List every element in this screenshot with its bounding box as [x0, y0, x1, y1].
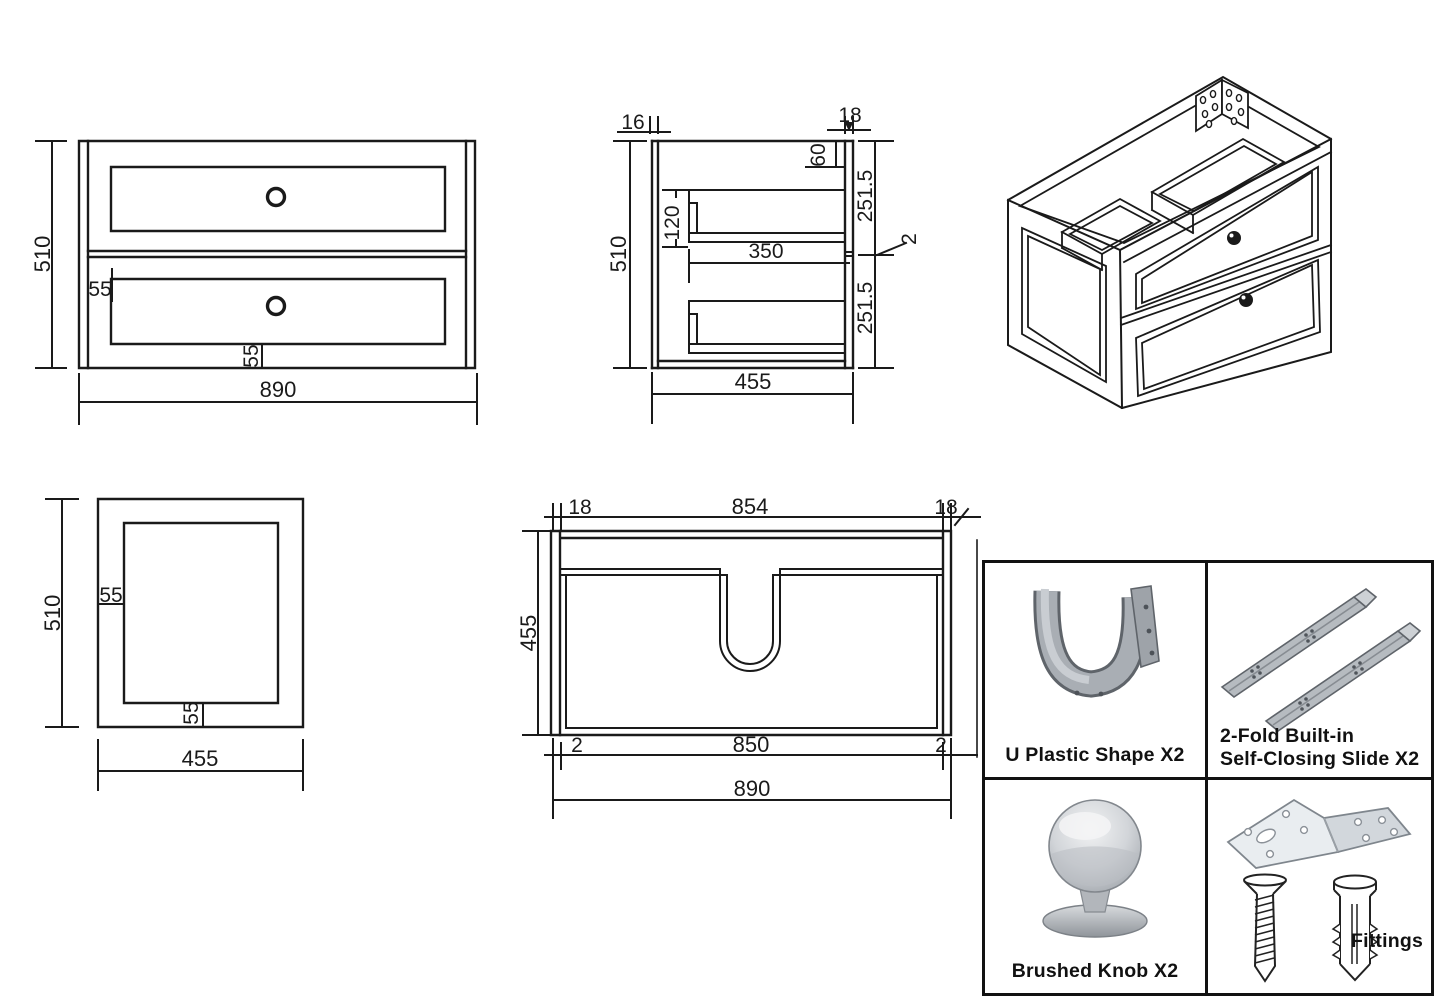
- parts-cell-fittings: Fittings: [1208, 780, 1431, 993]
- section-panel-left-dim: 16: [621, 111, 644, 134]
- section-drawer-height-dim: 120: [661, 205, 684, 240]
- section-depth-dim: 455: [735, 369, 772, 394]
- parts-cell-slides: 2-Fold Built-in Self-Closing Slide X2: [1208, 563, 1431, 780]
- top-width-dim: 890: [734, 776, 771, 801]
- section-gap-dim: 2: [898, 233, 921, 245]
- side-inset-bottom-dim: 55: [180, 701, 203, 724]
- front-view: 510 890 55 55: [30, 139, 478, 425]
- top-front-left-dim: 2: [571, 734, 583, 757]
- top-back-width-dim: 854: [732, 494, 769, 519]
- side-inset-left-dim: 55: [99, 584, 122, 607]
- side-height-dim: 510: [40, 595, 65, 632]
- iso-knob-icon: [1227, 231, 1253, 307]
- section-rail-height-dim: 60: [807, 143, 830, 166]
- slides-label: 2-Fold Built-in Self-Closing Slide X2: [1208, 725, 1431, 771]
- section-height-dim: 510: [606, 236, 631, 273]
- section-lower-span-dim: 251.5: [854, 282, 877, 335]
- top-back-right-dim: 18: [934, 496, 957, 519]
- knob-label: Brushed Knob X2: [1011, 960, 1179, 982]
- side-panel-view: 510 455 55 55: [40, 497, 305, 791]
- section-panel-back-dim: 18: [838, 104, 861, 127]
- side-section-view: 16 18 60 120 350 251.5 2 251.5 510 455: [606, 104, 921, 424]
- top-depth-dim: 455: [516, 615, 541, 652]
- top-back-left-dim: 18: [568, 496, 591, 519]
- top-front-right-dim: 2: [935, 734, 947, 757]
- fittings-icon: [1226, 798, 1412, 983]
- top-front-width-dim: 850: [733, 732, 770, 757]
- slides-label-line2: Self-Closing Slide X2: [1220, 748, 1420, 770]
- iso-bracket-icon: [1195, 78, 1249, 133]
- side-depth-dim: 455: [182, 746, 219, 771]
- front-inset-left-dim: 55: [88, 278, 111, 301]
- parts-cell-knob: Brushed Knob X2: [985, 780, 1208, 993]
- isometric-view: [1006, 75, 1333, 410]
- front-width-dim: 890: [260, 377, 297, 402]
- top-view: 18 854 18 455 2 850 2 890: [516, 494, 981, 819]
- brushed-knob-icon: [1042, 799, 1148, 938]
- front-height-dim: 510: [30, 236, 55, 273]
- section-inner-depth-dim: 350: [748, 240, 783, 263]
- section-upper-span-dim: 251.5: [854, 170, 877, 223]
- parts-table: U Plastic Shape X2: [982, 560, 1434, 996]
- slides-label-line1: 2-Fold Built-in: [1220, 725, 1355, 747]
- fittings-label: Fittings: [1350, 930, 1423, 952]
- drawer-slides-icon: [1220, 588, 1422, 733]
- u-plastic-shape-label: U Plastic Shape X2: [1005, 744, 1185, 766]
- u-plastic-shape-icon: [1033, 585, 1160, 698]
- parts-cell-u-shape: U Plastic Shape X2: [985, 563, 1208, 780]
- front-inset-bottom-dim: 55: [240, 344, 263, 367]
